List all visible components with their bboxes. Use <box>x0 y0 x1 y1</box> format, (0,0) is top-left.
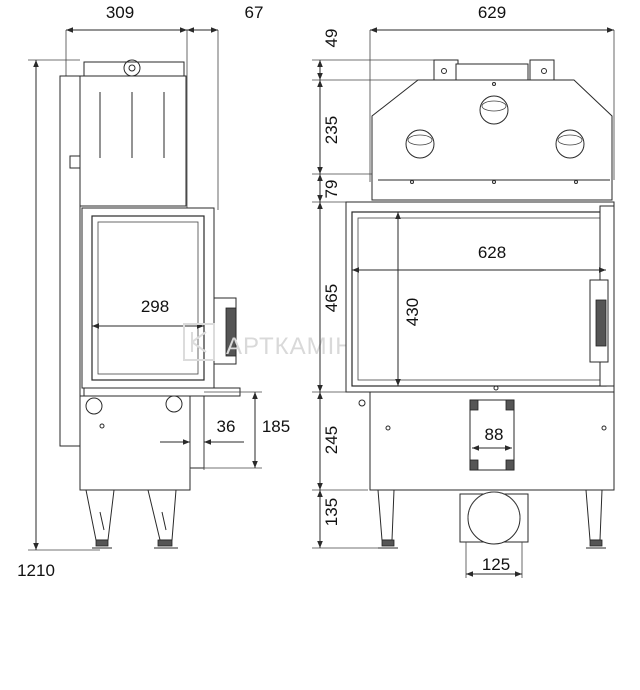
dim-side-depth: 309 <box>106 3 134 22</box>
side-view: 309 67 1210 298 <box>17 3 290 580</box>
dim-glass-width-side: 298 <box>141 297 169 316</box>
dim-top-flange: 49 <box>322 29 341 48</box>
dim-duct-diameter: 125 <box>482 555 510 574</box>
watermark-text: АРТКАМІН <box>226 333 354 360</box>
dim-hood-step: 79 <box>322 180 341 199</box>
dim-flue-width: 88 <box>485 425 504 444</box>
dim-air-inlet-height: 185 <box>262 417 290 436</box>
dim-hood-height: 235 <box>322 116 341 144</box>
dim-glass-height: 430 <box>403 298 422 326</box>
dim-front-width: 629 <box>478 3 506 22</box>
dim-air-inlet: 36 <box>217 417 236 436</box>
dim-glass-width-front: 628 <box>478 243 506 262</box>
dim-total-height: 1210 <box>17 561 55 580</box>
dim-side-offset: 67 <box>245 3 264 22</box>
front-view: 629 49 235 79 465 245 135 <box>312 3 615 578</box>
dim-base-height: 245 <box>322 426 341 454</box>
dim-firebox-height: 465 <box>322 284 341 312</box>
dim-legs-height: 135 <box>322 498 341 526</box>
watermark-logo: АРТКАМІН <box>183 323 354 361</box>
